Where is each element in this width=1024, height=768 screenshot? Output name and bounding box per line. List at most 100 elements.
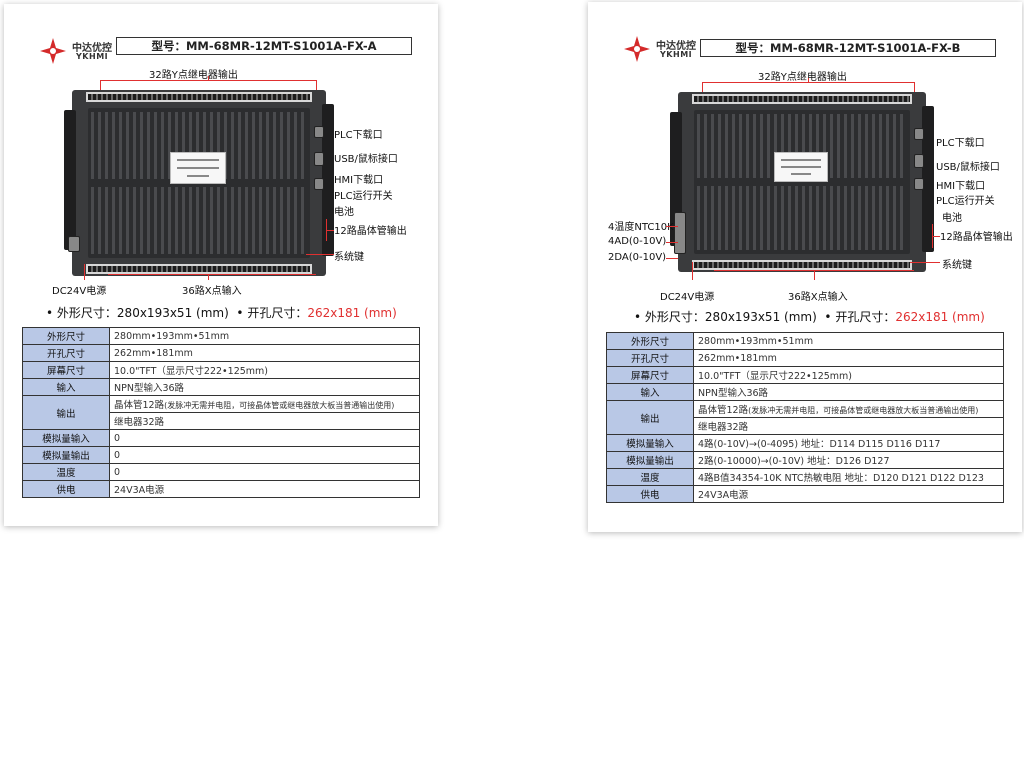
vent-slot [844, 186, 847, 250]
vent-slot [823, 186, 826, 250]
output-transistor: 晶体管12路 [114, 400, 165, 411]
vent-slot [168, 187, 171, 254]
spec-value: 0 [109, 446, 420, 464]
vent-slot [788, 114, 791, 178]
vent-slot [893, 186, 896, 250]
device-label [774, 152, 828, 182]
plc-port-icon [914, 128, 924, 140]
vent-slot [802, 186, 805, 250]
device-diagram: 32路Y点继电器输出 PLC下载口 USB/鼠标接口 H [4, 64, 438, 297]
outer-size-value: 280x193x51 (mm) [116, 306, 229, 320]
spec-value: 4路B值34354-10K NTC热敏电阻 地址：D120 D121 D122 … [693, 468, 1004, 486]
vent-slot [858, 186, 861, 250]
spec-value: NPN型输入36路 [693, 383, 1004, 401]
vent-slot [844, 114, 847, 178]
vent-slot [210, 112, 213, 179]
spec-value: 0 [109, 463, 420, 481]
callout-transistor-outputs: 12路晶体管输出 [334, 226, 407, 237]
callout-plc-switch: PLC运行开关 [936, 196, 995, 207]
spec-value: 4路(0-10V)→(0-4095) 地址：D114 D115 D116 D11… [693, 434, 1004, 452]
vent-slot [245, 187, 248, 254]
vent-slot [238, 187, 241, 254]
vent-slot [154, 187, 157, 254]
callout-relay-outputs: 32路Y点继电器输出 [149, 70, 238, 81]
vent-slot [287, 187, 290, 254]
callout-plc-switch: PLC运行开关 [334, 191, 393, 202]
power-terminal-icon [68, 236, 80, 252]
vent-slot [697, 186, 700, 250]
vent-slot [280, 112, 283, 179]
spec-value: 24V3A电源 [109, 480, 420, 498]
vent-slot [105, 187, 108, 254]
vent-slot [900, 114, 903, 178]
spec-label: 输出 [22, 395, 110, 430]
vent-slot [893, 114, 896, 178]
vent-slot [294, 187, 297, 254]
vent-slot [105, 112, 108, 179]
spec-value: 280mm•193mm•51mm [109, 327, 420, 345]
vent-slot [119, 187, 122, 254]
vent-slot [210, 187, 213, 254]
vent-slot [697, 114, 700, 178]
spec-label: 模拟量输入 [22, 429, 110, 447]
vent-slot [238, 112, 241, 179]
cutout-size-value: 262x181 (mm) [895, 310, 985, 324]
brand-logo: 中达优控 YKHMI [622, 34, 714, 64]
vent-slot [266, 112, 269, 179]
vent-slot [98, 112, 101, 179]
spec-value: 262mm•181mm [693, 349, 1004, 367]
vent-slot [774, 186, 777, 250]
vent-slot [865, 114, 868, 178]
vent-slot [851, 186, 854, 250]
vent-slot [725, 114, 728, 178]
vent-slot [126, 187, 129, 254]
vent-slot [816, 114, 819, 178]
vent-slot [781, 114, 784, 178]
vent-slot [886, 114, 889, 178]
vent-slot [865, 186, 868, 250]
vent-slot [795, 186, 798, 250]
model-title: 型号：MM-68MR-12MT-S1001A-FX-B [700, 39, 996, 57]
vent-slot [196, 112, 199, 179]
vent-slot [872, 114, 875, 178]
vent-slot [161, 187, 164, 254]
vent-slot [189, 187, 192, 254]
vent-slot [739, 114, 742, 178]
vent-slot [760, 186, 763, 250]
callout-inputs: 36路X点输入 [182, 286, 242, 297]
usb-port-icon [314, 152, 324, 166]
callout-temperature: 4温度NTC10K [608, 222, 674, 233]
vent-slot [746, 186, 749, 250]
output-transistor: 晶体管12路 [698, 405, 749, 416]
vent-slot [280, 187, 283, 254]
device-label [170, 152, 226, 184]
vent-slot [287, 112, 290, 179]
vent-slot [140, 187, 143, 254]
vent-slot [147, 112, 150, 179]
vent-slot [704, 114, 707, 178]
spec-label: 模拟量输出 [22, 446, 110, 464]
callout-plc-download: PLC下载口 [334, 130, 383, 141]
vent-slot [767, 186, 770, 250]
vent-slot [872, 186, 875, 250]
vent-slot [704, 186, 707, 250]
brand-name-cn: 中达优控 [656, 41, 696, 52]
brand-name-cn: 中达优控 [72, 43, 112, 54]
dimensions-line: • 外形尺寸：280x193x51 (mm) • 开孔尺寸：262x181 (m… [46, 304, 397, 321]
bullet: • [46, 306, 54, 320]
analog-terminal-icon [674, 212, 686, 254]
model-title: 型号：MM-68MR-12MT-S1001A-FX-A [116, 37, 412, 55]
bullet: • [824, 310, 832, 324]
vent-slot [858, 114, 861, 178]
vent-slot [259, 112, 262, 179]
callout-analog-output: 2DA(0-10V) [608, 252, 667, 263]
spec-label: 供电 [606, 485, 694, 503]
vent-slot [217, 112, 220, 179]
vent-slot [252, 112, 255, 179]
vent-slot [718, 114, 721, 178]
spec-value: 继电器32路 [693, 417, 1004, 435]
